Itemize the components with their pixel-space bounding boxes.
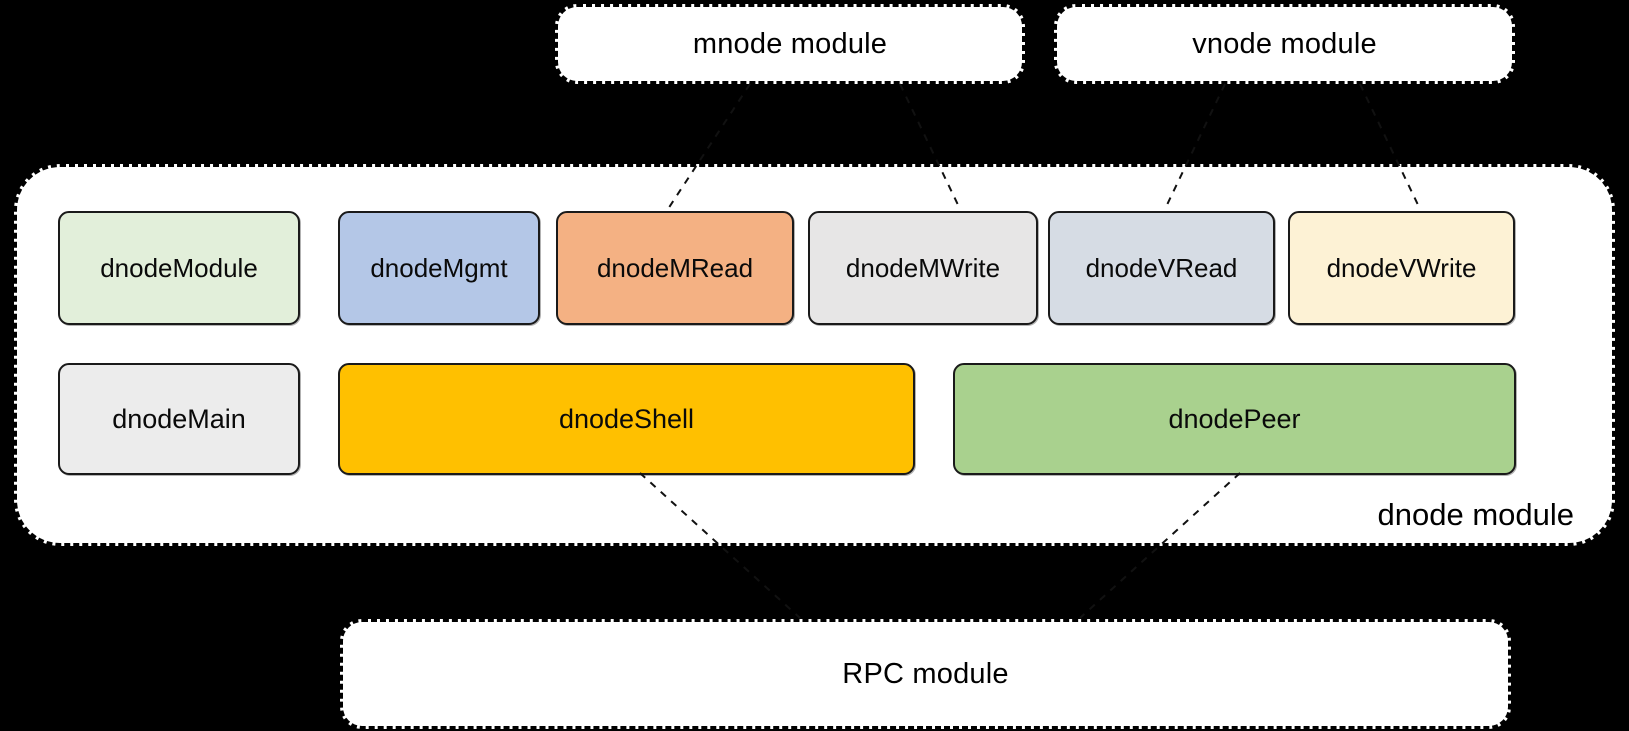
component-dnodeMWrite[interactable]: dnodeMWrite — [808, 211, 1038, 325]
vnode-module-label: vnode module — [1192, 27, 1377, 60]
component-dnodeMgmt[interactable]: dnodeMgmt — [338, 211, 540, 325]
component-dnodePeer[interactable]: dnodePeer — [953, 363, 1516, 475]
component-label-dnodeMain: dnodeMain — [112, 403, 246, 434]
rpc-module-box[interactable]: RPC module — [340, 619, 1511, 729]
component-label-dnodeModule: dnodeModule — [100, 253, 258, 283]
component-label-dnodeVRead: dnodeVRead — [1085, 253, 1238, 283]
component-label-dnodePeer: dnodePeer — [1168, 403, 1301, 434]
rpc-module-label: RPC module — [842, 657, 1009, 690]
dnode-module-label: dnode module — [1377, 497, 1575, 532]
component-label-dnodeMgmt: dnodeMgmt — [370, 253, 508, 283]
component-dnodeMRead[interactable]: dnodeMRead — [556, 211, 794, 325]
component-dnodeShell[interactable]: dnodeShell — [338, 363, 915, 475]
mnode-module-label: mnode module — [692, 27, 888, 60]
component-dnodeModule[interactable]: dnodeModule — [58, 211, 300, 325]
component-dnodeVWrite[interactable]: dnodeVWrite — [1288, 211, 1515, 325]
dnode-module-container[interactable]: dnodeModule dnodeMgmt dnodeMRead dnodeMW… — [14, 164, 1615, 546]
component-label-dnodeShell: dnodeShell — [558, 403, 695, 434]
component-dnodeMain[interactable]: dnodeMain — [58, 363, 300, 475]
component-label-dnodeVWrite: dnodeVWrite — [1326, 253, 1477, 283]
mnode-module-box[interactable]: mnode module — [555, 4, 1025, 84]
component-label-dnodeMWrite: dnodeMWrite — [845, 253, 1001, 283]
component-label-dnodeMRead: dnodeMRead — [596, 253, 754, 283]
component-dnodeVRead[interactable]: dnodeVRead — [1048, 211, 1275, 325]
vnode-module-box[interactable]: vnode module — [1054, 4, 1515, 84]
